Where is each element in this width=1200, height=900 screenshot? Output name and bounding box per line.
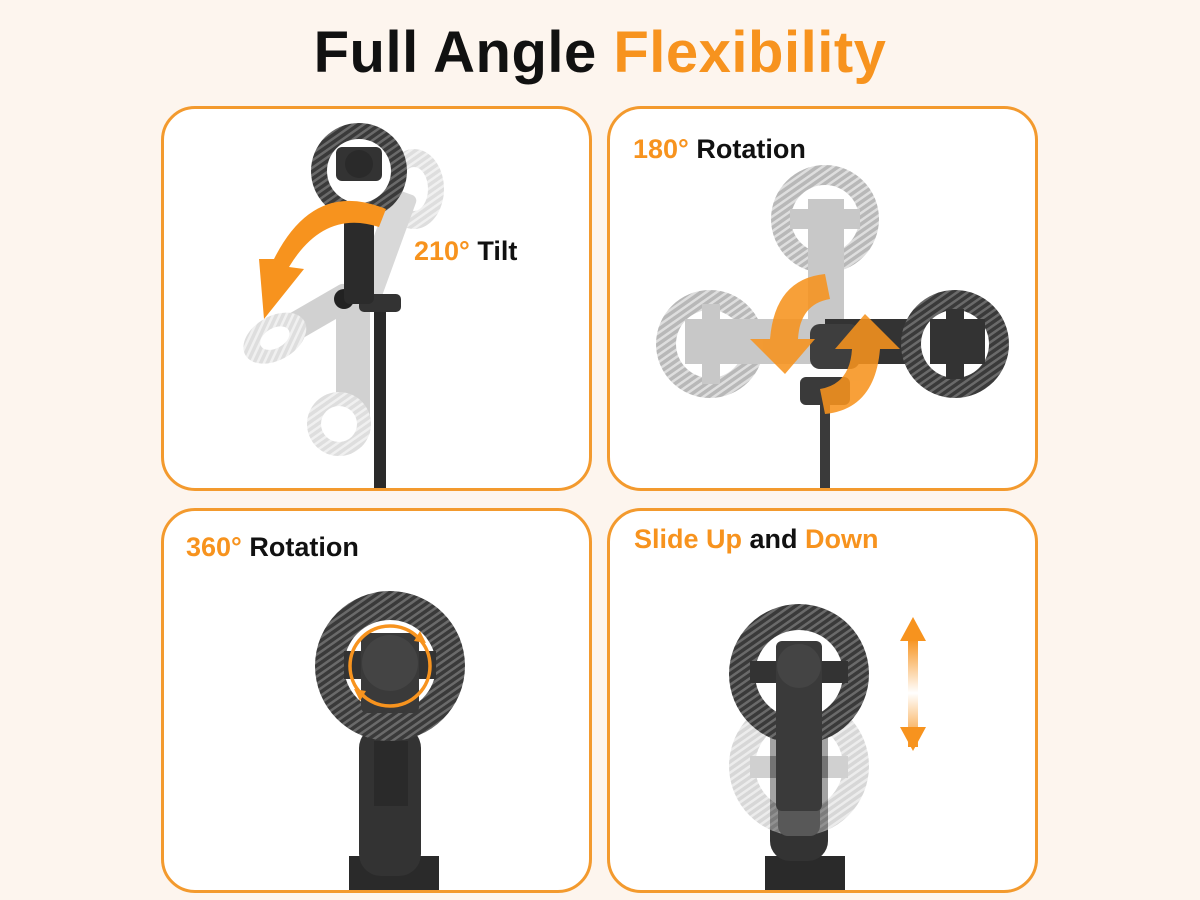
panel-label-rotation-180: 180° Rotation [633,133,806,165]
tilt-illustration [243,123,444,488]
panel-rotation-360: 360° Rotation [161,508,592,893]
panel-label-rotation-360: 360° Rotation [186,531,359,563]
label-text: Rotation [241,532,359,562]
label-text: Rotation [688,134,806,164]
vertical-double-arrow-icon [900,617,926,751]
slide-illustration [729,604,926,890]
label-accent: 210° [414,236,470,266]
label-accent-1: Slide Up [634,524,743,554]
title-accent: Flexibility [613,20,887,85]
label-accent-2: Down [805,524,879,554]
panel-label-tilt: 210° Tilt [414,235,517,267]
panel-rotation-180: 180° Rotation [607,106,1038,491]
panel-tilt: 210° Tilt [161,106,592,491]
rotate-arrows-icon [750,274,900,414]
curved-arrow-icon [259,200,386,319]
rotation-180-illustration [656,165,1009,488]
title-dark: Full Angle [313,20,614,85]
panel-label-slide: Slide Up and Down [634,523,879,555]
label-text: Tilt [469,236,518,266]
label-text: and [742,524,806,554]
rotation-360-illustration [315,591,465,890]
circular-arrow-icon [348,624,432,708]
page-title: Full Angle Flexibility [0,18,1200,88]
panel-slide: Slide Up and Down [607,508,1038,893]
label-accent: 360° [186,532,242,562]
label-accent: 180° [633,134,689,164]
